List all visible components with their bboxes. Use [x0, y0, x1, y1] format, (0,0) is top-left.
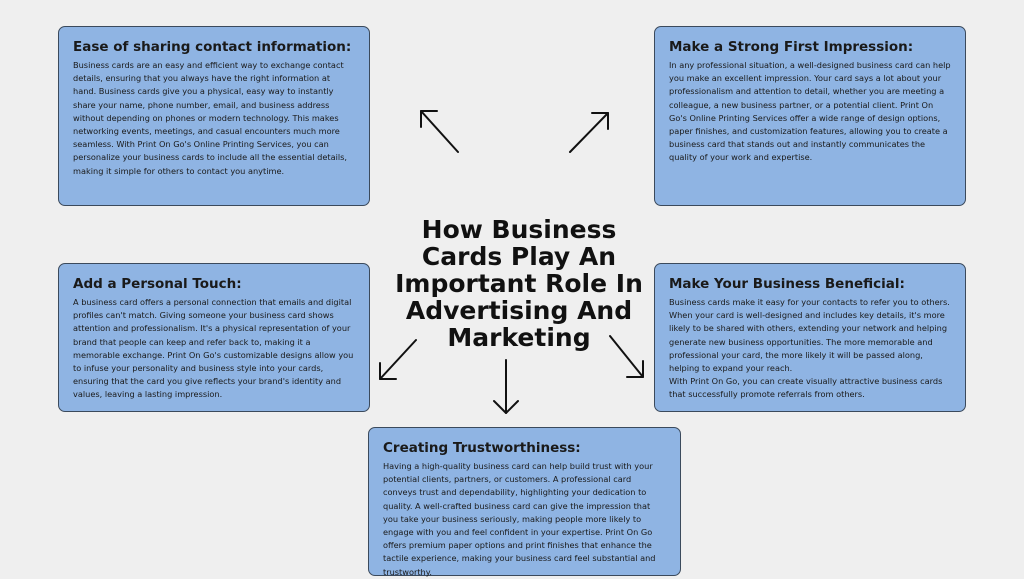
card-ease-of-sharing: Ease of sharing contact information: Bus… [58, 26, 370, 206]
card-text: Business cards make it easy for your con… [669, 297, 950, 400]
card-text: In any professional situation, a well-de… [669, 60, 951, 163]
arrow-up-right-icon [569, 112, 609, 153]
card-heading: Creating Trustworthiness: [383, 440, 581, 456]
card-first-impression: Make a Strong First Impression: In any p… [654, 26, 966, 206]
card-text: Having a high-quality business card can … [383, 461, 656, 577]
card-heading: Ease of sharing contact information: [73, 39, 352, 55]
card-heading: Make Your Business Beneficial: [669, 276, 905, 292]
card-business-beneficial: Make Your Business Beneficial: Business … [654, 263, 966, 412]
diagram-title: How Business Cards Play An Important Rol… [395, 215, 643, 352]
card-heading: Add a Personal Touch: [73, 276, 242, 292]
card-personal-touch: Add a Personal Touch: A business card of… [58, 263, 370, 412]
card-text: A business card offers a personal connec… [73, 297, 354, 400]
card-text: Business cards are an easy and efficient… [73, 60, 348, 176]
arrow-up-left-icon [420, 110, 459, 153]
arrow-down-left-icon [379, 339, 417, 380]
card-heading: Make a Strong First Impression: [669, 39, 914, 55]
arrow-down-right-icon [609, 335, 644, 378]
arrow-down-icon [493, 359, 519, 414]
card-trustworthiness: Creating Trustworthiness: Having a high-… [368, 427, 681, 577]
